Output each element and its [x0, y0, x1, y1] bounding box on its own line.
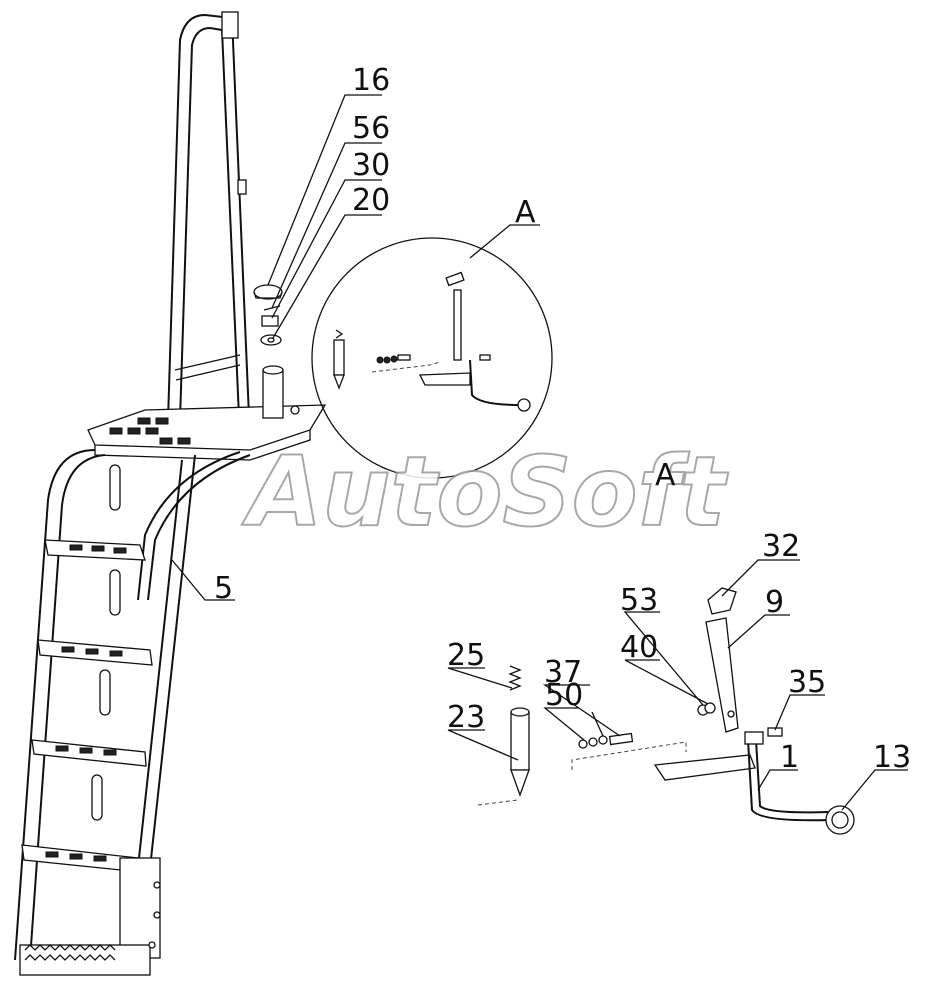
callout-56: 56 [352, 111, 390, 146]
callout-53: 53 [620, 583, 658, 618]
nut-40-53 [697, 702, 716, 716]
knob-13 [825, 805, 855, 835]
spring-25 [508, 665, 522, 691]
callout-25: 25 [447, 638, 485, 673]
lever-9 [705, 617, 739, 733]
step-holes [45, 544, 127, 862]
callout-labels: 16 56 30 20 A 5 32 53 9 40 37 25 50 35 2… [214, 63, 911, 775]
handle-32 [707, 587, 737, 615]
callout-1: 1 [780, 740, 799, 775]
pivot-post [262, 365, 284, 419]
callout-32: 32 [762, 529, 800, 564]
detail-a-circle [311, 237, 553, 479]
callout-30: 30 [352, 148, 390, 183]
washer-20 [260, 334, 282, 346]
ladder-steps [21, 464, 153, 873]
ladder-bottom-step [19, 857, 161, 976]
callout-detail-a: A [515, 195, 536, 230]
pin-23 [510, 707, 530, 797]
screw-35 [767, 727, 783, 737]
watermark-text: AutoSoft [241, 436, 728, 548]
bracket-1 [653, 731, 831, 822]
callout-9: 9 [765, 585, 784, 620]
leader-lines-upper [171, 94, 540, 601]
platform-tread-holes [109, 417, 191, 445]
step-slots [91, 464, 121, 821]
callout-20: 20 [352, 183, 390, 218]
callout-50: 50 [545, 678, 583, 713]
callout-13: 13 [873, 740, 911, 775]
dashed-assembly-lines [477, 741, 687, 806]
detail-a-label: A [655, 458, 676, 493]
ladder-handrail [167, 11, 251, 441]
leader-lines-lower [447, 559, 908, 811]
nut-30 [261, 315, 279, 327]
callout-40: 40 [620, 630, 658, 665]
bolt-37 [608, 732, 634, 746]
cap-16 [253, 284, 283, 300]
callout-37: 37 [544, 655, 582, 690]
callout-16: 16 [352, 63, 390, 98]
callout-35: 35 [788, 665, 826, 700]
callout-5: 5 [214, 571, 233, 606]
washers-50 [578, 735, 608, 749]
callout-23: 23 [447, 700, 485, 735]
